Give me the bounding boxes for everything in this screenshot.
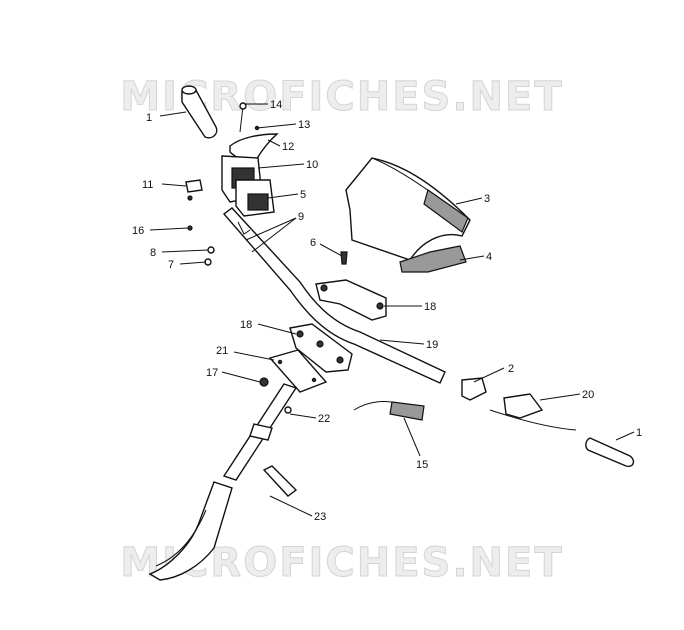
bolt-14 [239,105,244,133]
cowl [345,157,471,261]
handlebar [222,207,446,384]
screw-11 [185,179,203,193]
callout-labels: 1 14 13 12 10 11 5 9 16 8 7 3 4 6 18 18 … [132,99,642,523]
callout-4: 4 [486,251,492,263]
plate-hole-2 [311,377,317,383]
nut-17 [259,377,269,387]
callout-9: 9 [298,211,304,223]
callout-12: 12 [282,141,294,153]
throttle-2 [461,377,487,401]
callout-23: 23 [314,511,326,523]
cowl-cover [399,245,467,273]
callout-1b: 1 [636,427,642,439]
callout-21: 21 [216,345,228,357]
part-16 [187,225,193,231]
steering-arm [148,481,233,581]
brake-lever [489,409,577,431]
spring-15 [389,401,425,421]
lower-clamp-hole-3 [336,356,344,364]
pin-23 [262,465,298,497]
callout-15: 15 [416,459,428,471]
callout-1a: 1 [146,112,152,124]
cowl-shade [423,189,469,233]
upper-clamp-hole-2 [376,302,384,310]
callout-14: 14 [270,99,282,111]
lower-clamp-hole [296,330,304,338]
bracket-9 [237,221,251,235]
left-grip-end [181,85,197,95]
callout-22: 22 [318,413,330,425]
callout-17: 17 [206,367,218,379]
plate-hole [277,359,283,365]
column-collar [249,423,273,441]
lower-clamp-hole-2 [316,340,324,348]
bushing-22 [284,406,292,414]
switch-face [247,193,269,211]
callout-16: 16 [132,225,144,237]
callout-7: 7 [168,259,174,271]
upper-clamp [315,279,387,321]
callout-18b: 18 [240,319,252,331]
callout-10: 10 [306,159,318,171]
steering-plate [268,349,328,393]
callout-18a: 18 [424,301,436,313]
left-grip [181,86,218,139]
right-grip [585,437,635,468]
callout-6: 6 [310,237,316,249]
leader-lines [149,103,635,517]
screw-11-tip [187,195,193,201]
callout-5: 5 [300,189,306,201]
upper-clamp-hole [320,284,328,292]
lever-housing-20 [503,393,544,419]
callout-3: 3 [484,193,490,205]
bolt-6 [340,251,348,265]
callout-11: 11 [142,179,153,191]
callout-13: 13 [298,119,310,131]
part-8 [207,246,215,254]
callout-19: 19 [426,339,438,351]
callout-20: 20 [582,389,594,401]
arm-detail [155,509,207,567]
callout-8: 8 [150,247,156,259]
callout-2: 2 [508,363,514,375]
